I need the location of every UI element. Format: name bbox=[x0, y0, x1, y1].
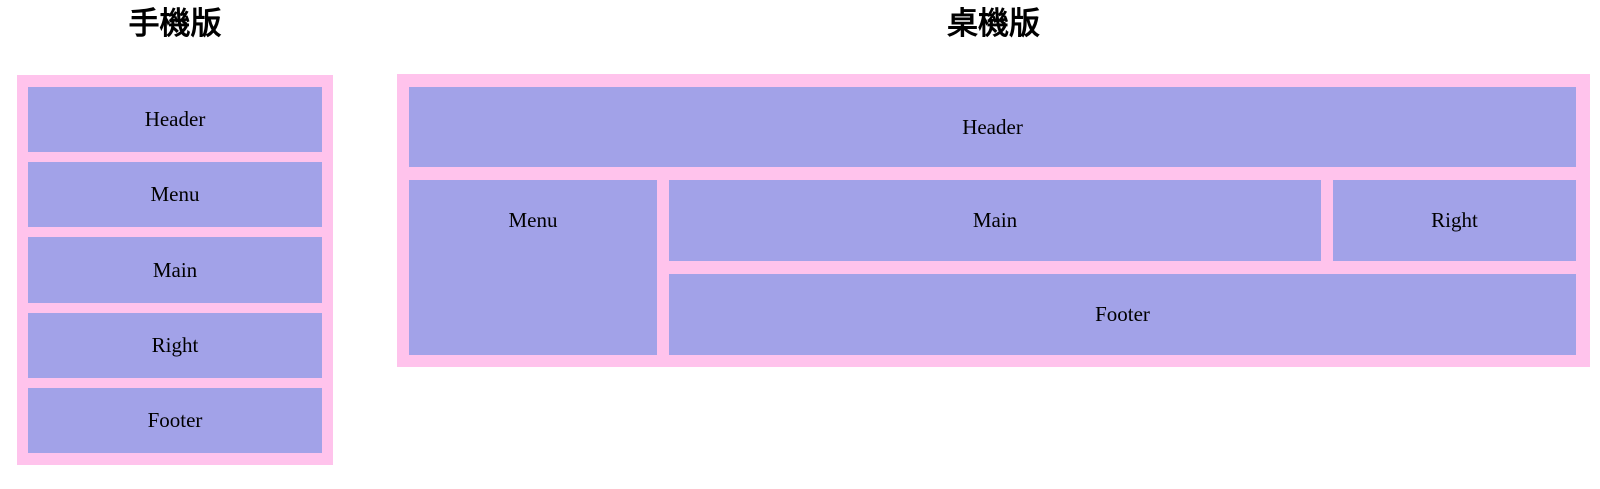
desktop-layout-container: Header Menu Main Right Footer bbox=[397, 74, 1590, 367]
mobile-header-label: Header bbox=[144, 107, 206, 132]
mobile-main-box: Main bbox=[28, 237, 322, 303]
mobile-footer-label: Footer bbox=[147, 407, 203, 432]
desktop-menu-label: Menu bbox=[508, 208, 558, 232]
mobile-header-box: Header bbox=[28, 87, 322, 153]
desktop-footer-label: Footer bbox=[1095, 302, 1150, 326]
desktop-main-box: Main bbox=[669, 180, 1321, 261]
desktop-main-label: Main bbox=[972, 208, 1018, 232]
mobile-right-label: Right bbox=[151, 332, 199, 357]
desktop-header-box: Header bbox=[409, 87, 1576, 167]
mobile-section-title: 手機版 bbox=[128, 6, 222, 41]
mobile-menu-label: Menu bbox=[150, 182, 200, 207]
desktop-header-label: Header bbox=[962, 114, 1023, 139]
desktop-right-label: Right bbox=[1431, 208, 1478, 232]
mobile-right-box: Right bbox=[28, 312, 322, 378]
desktop-section-title: 桌機版 bbox=[947, 6, 1040, 41]
mobile-main-label: Main bbox=[152, 257, 198, 282]
mobile-footer-box: Footer bbox=[28, 387, 322, 454]
desktop-menu-box: Menu bbox=[409, 180, 657, 355]
desktop-footer-box: Footer bbox=[669, 274, 1576, 355]
mobile-menu-box: Menu bbox=[28, 162, 322, 228]
mobile-layout-container: Header Menu Main Right Footer bbox=[17, 75, 333, 465]
desktop-right-box: Right bbox=[1333, 180, 1576, 261]
